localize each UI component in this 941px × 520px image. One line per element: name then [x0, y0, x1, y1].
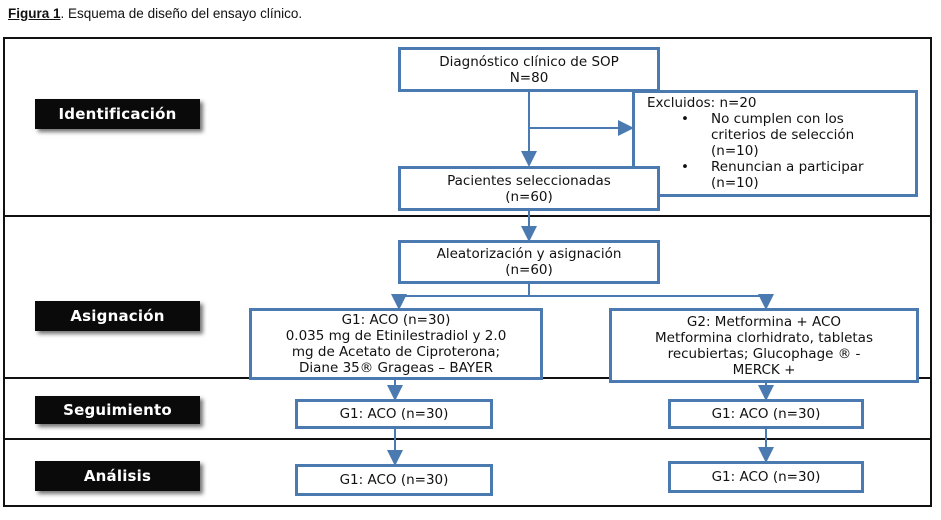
- box-aleatorizacion-line2: (n=60): [505, 262, 553, 278]
- excluidos-item-1-line3: (n=10): [711, 143, 759, 159]
- box-excluidos: Excluidos: n=20 • No cumplen con los cri…: [632, 90, 918, 197]
- phase-label-analisis: Análisis: [35, 461, 200, 491]
- box-seguimiento-right: G1: ACO (n=30): [668, 399, 864, 429]
- box-g2: G2: Metformina + ACO Metformina clorhidr…: [609, 308, 919, 383]
- arrow-to-g2: [529, 294, 774, 310]
- bullet-icon: •: [681, 111, 689, 127]
- box-seleccionadas-line2: (n=60): [505, 188, 553, 205]
- box-analisis-right: G1: ACO (n=30): [668, 461, 864, 493]
- box-diagnostico-line1: Diagnóstico clínico de SOP: [439, 53, 619, 70]
- excluidos-item-2-line1: Renuncian a participar: [711, 159, 864, 175]
- box-diagnostico-line2: N=80: [509, 69, 549, 86]
- box-seleccionadas: Pacientes seleccionadas (n=60): [398, 166, 660, 211]
- box-g1-line3: mg de Acetato de Ciproterona;: [291, 344, 501, 360]
- excluidos-item-1-line1: No cumplen con los: [711, 111, 844, 127]
- excluidos-item-2-line2: (n=10): [711, 175, 759, 191]
- bullet-icon: •: [681, 159, 689, 175]
- separator-seguimiento: [3, 438, 932, 440]
- box-aleatorizacion-line1: Aleatorización y asignación: [436, 246, 622, 262]
- figure-number: Figura 1: [8, 6, 61, 21]
- box-g1-line1: G1: ACO (n=30): [341, 312, 451, 328]
- phase-label-identificacion: Identificación: [35, 99, 200, 129]
- box-aleatorizacion: Aleatorización y asignación (n=60): [398, 240, 660, 284]
- phase-label-asignacion: Asignación: [35, 301, 200, 331]
- phase-label-seguimiento: Seguimiento: [35, 396, 200, 424]
- separator-identificacion: [3, 215, 932, 217]
- excluidos-item-1: • No cumplen con los criterios de selecc…: [647, 111, 915, 159]
- box-diagnostico: Diagnóstico clínico de SOP N=80: [398, 47, 660, 92]
- box-seguimiento-left: G1: ACO (n=30): [295, 399, 493, 429]
- box-g2-line2: Metformina clorhidrato, tabletas: [655, 329, 873, 346]
- arrow-to-g1: [391, 283, 530, 310]
- excluidos-item-1-line2: criterios de selección: [711, 127, 855, 143]
- excluidos-title: Excluidos: n=20: [647, 95, 757, 111]
- box-g2-line1: G2: Metformina + ACO: [686, 313, 842, 330]
- diagram-frame: [3, 37, 932, 507]
- box-g1: G1: ACO (n=30) 0.035 mg de Etinilestradi…: [249, 308, 543, 380]
- box-seleccionadas-line1: Pacientes seleccionadas: [447, 172, 611, 189]
- excluidos-item-2: • Renuncian a participar (n=10): [647, 159, 915, 191]
- box-analisis-left: G1: ACO (n=30): [295, 464, 493, 496]
- box-g2-line3: recubiertas; Glucophage ® -: [667, 345, 861, 362]
- box-g2-line4: MERCK +: [732, 361, 796, 378]
- figure-caption-text: . Esquema de diseño del ensayo clínico.: [60, 6, 303, 21]
- box-g1-line4: Diane 35® Grageas – BAYER: [299, 360, 493, 376]
- figure-caption: Figura 1. Esquema de diseño del ensayo c…: [8, 6, 302, 21]
- box-g1-line2: 0.035 mg de Etinilestradiol y 2.0: [285, 328, 507, 344]
